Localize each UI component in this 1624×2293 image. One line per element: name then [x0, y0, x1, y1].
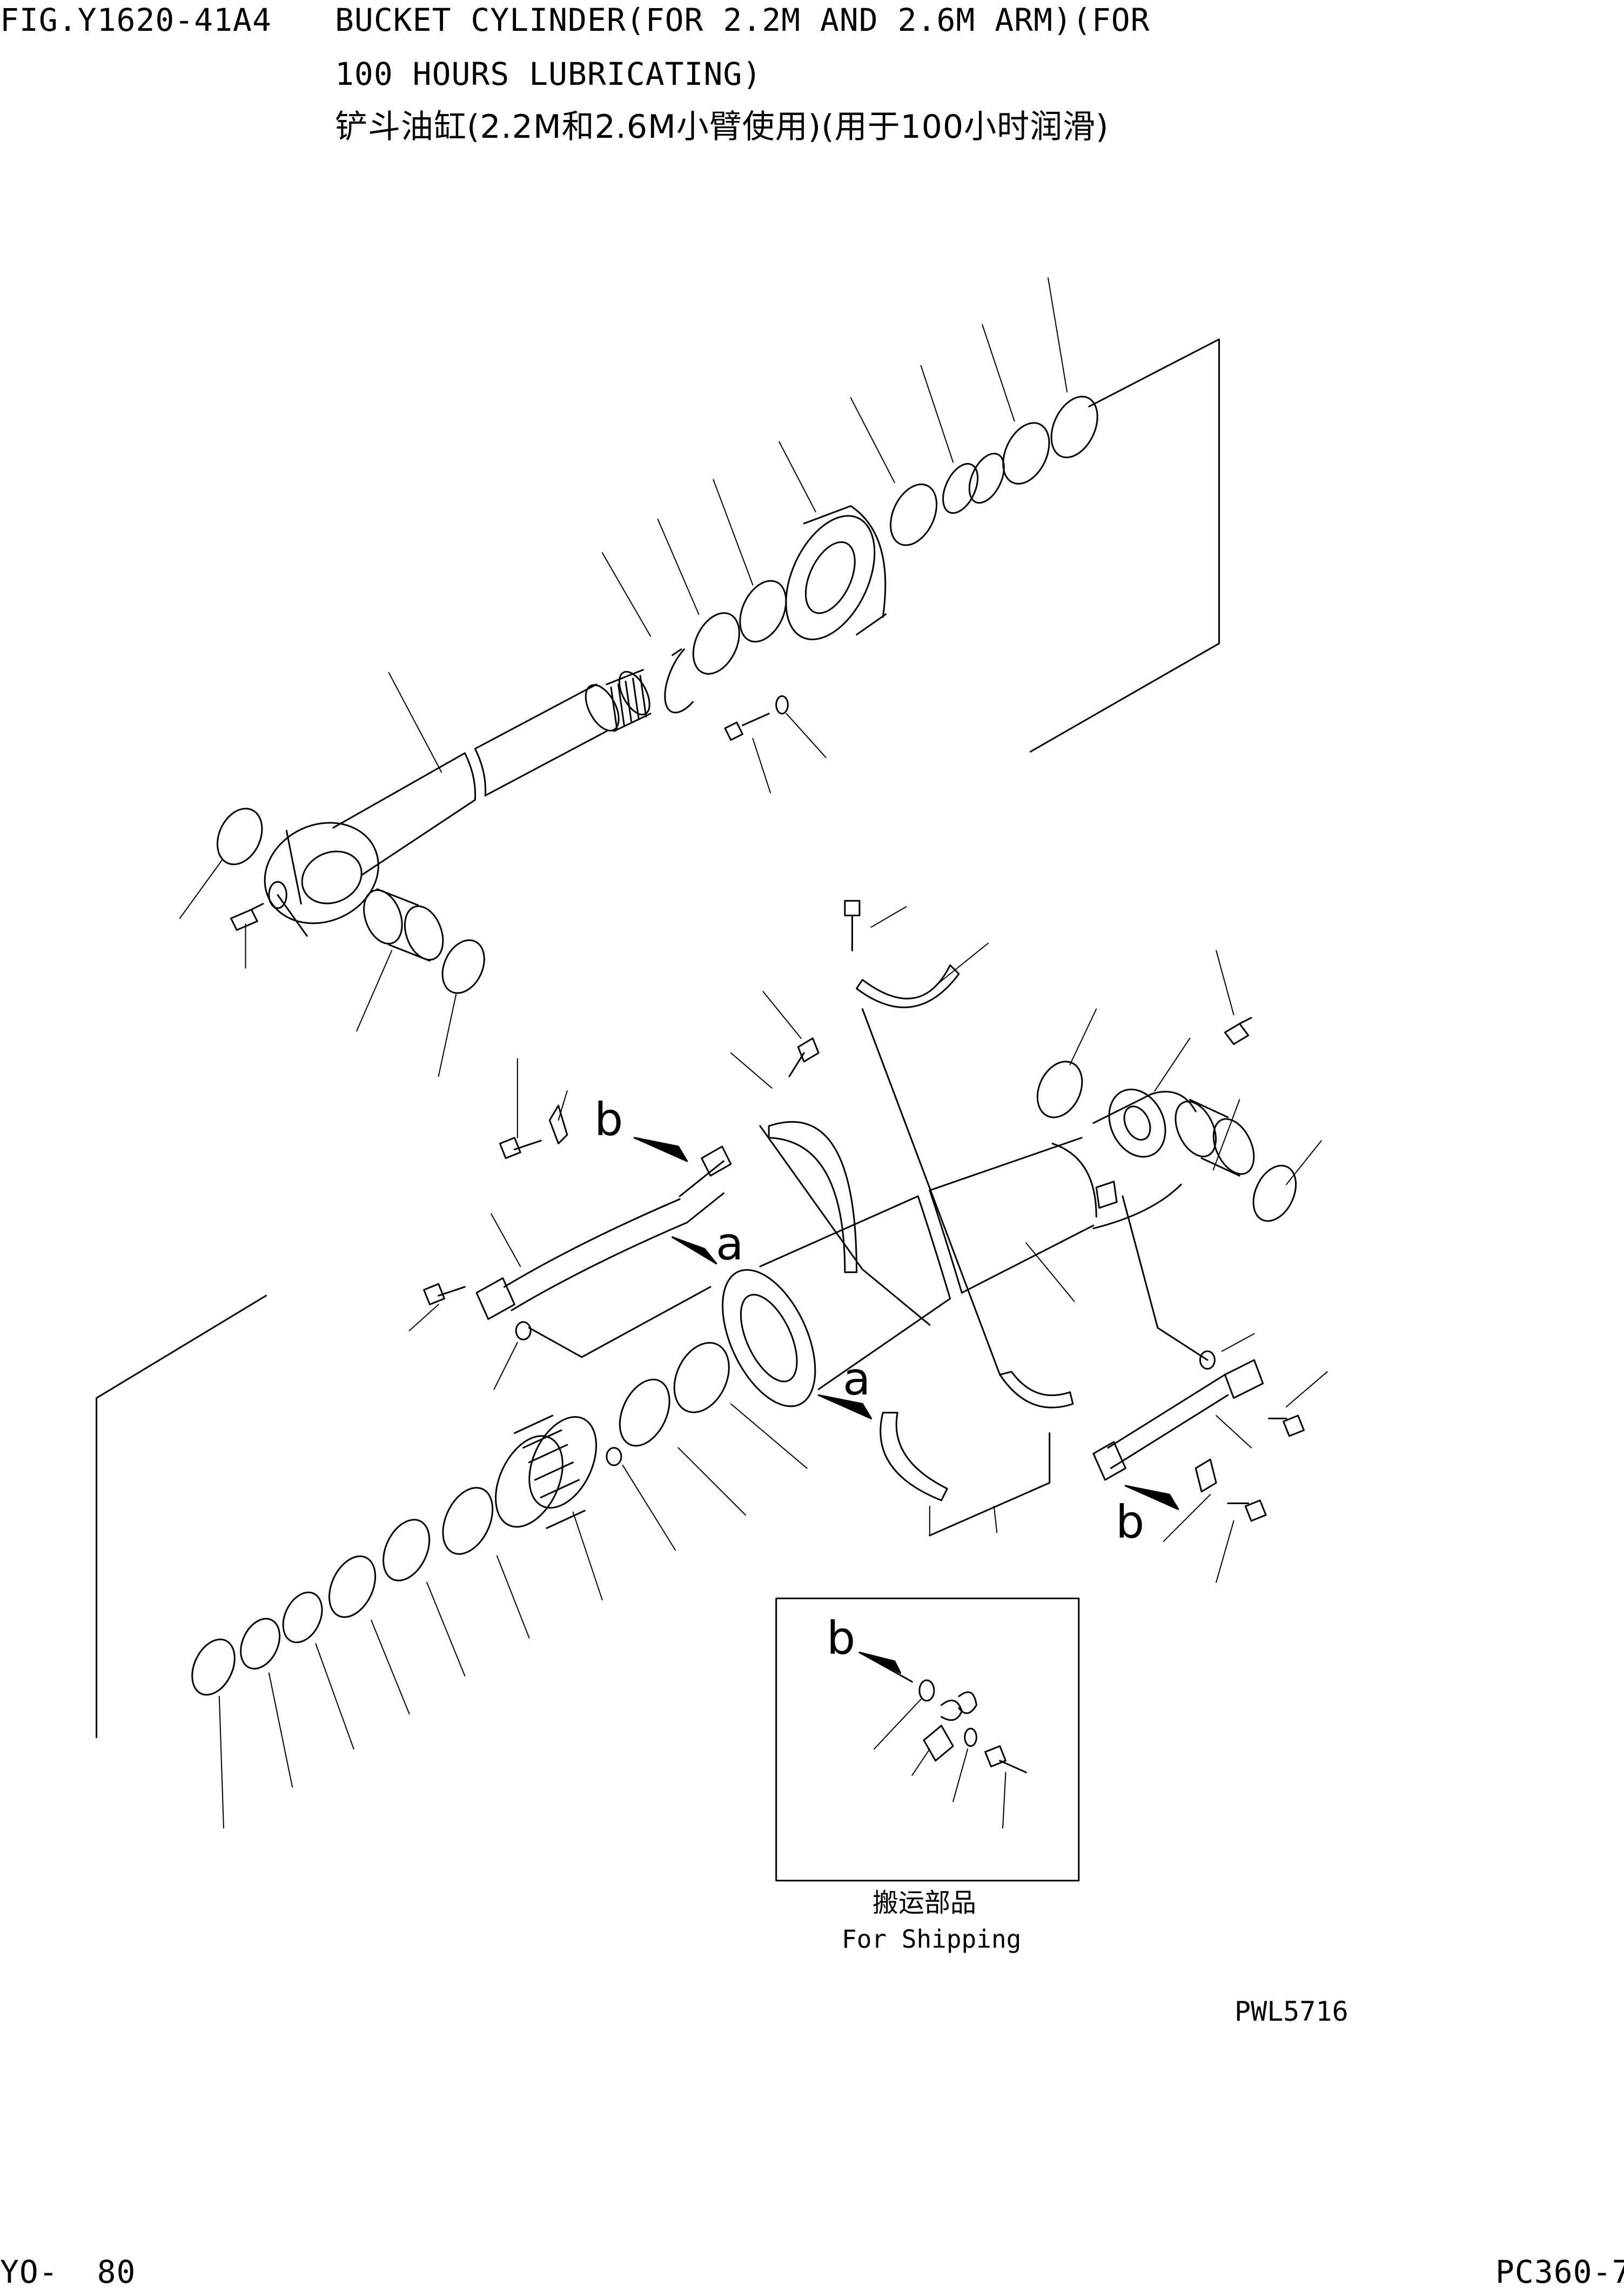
lower-leader-lines: [219, 907, 1327, 1828]
o-ring-left: [516, 1322, 531, 1339]
clamp-lower-right: [1000, 1372, 1073, 1407]
buffer-ring: [731, 573, 795, 649]
slide-ring-1: [374, 1512, 439, 1588]
head-bushing: [936, 448, 1011, 518]
piston-wear-ring: [610, 1372, 679, 1454]
callout-a-right: a: [843, 1352, 871, 1405]
machine-model: PC360-7: [1495, 2254, 1624, 2290]
head-backup-ring: [994, 415, 1058, 491]
grease-fitting-upper: [231, 904, 263, 930]
bolt-right-2: [1228, 1500, 1266, 1521]
drawing-code: PWL5716: [1234, 1996, 1348, 2027]
upper-assembly: [180, 278, 1219, 1076]
backup-ring-2: [233, 1612, 287, 1675]
rod-end-dust-seal: [209, 801, 271, 871]
piston-seal: [433, 1480, 502, 1562]
bottom-seal-ring: [1245, 1159, 1304, 1228]
clip-left: [549, 1105, 567, 1143]
bolt-top: [845, 901, 860, 950]
bottom-dust-seal: [1029, 1054, 1090, 1124]
o-ring-bottom: [184, 1633, 243, 1702]
grease-hose-left: [477, 1146, 731, 1319]
page-number: YO- 80: [0, 2254, 136, 2290]
head-wear-ring: [882, 477, 946, 553]
o-ring-right: [1200, 1351, 1214, 1369]
figure-number: FIG.Y1620-41A4: [0, 2, 272, 38]
callout-b-inset: b: [827, 1612, 856, 1665]
bolt-right-1: [1269, 1416, 1304, 1436]
upper-leader-lines: [180, 278, 1067, 1076]
clip-right: [1196, 1459, 1216, 1492]
backup-ring-1: [276, 1586, 330, 1649]
piston-nut-pin: [607, 1448, 621, 1465]
slide-ring-2: [320, 1549, 385, 1625]
bottom-bushing: [1167, 1095, 1262, 1181]
figure-title-line2: 100 HOURS LUBRICATING): [335, 56, 762, 92]
piston: [482, 1406, 610, 1538]
clamp-upper: [857, 965, 959, 1007]
inset-label-english: For Shipping: [842, 1925, 1022, 1954]
head-washer: [776, 696, 788, 713]
callout-b-upper: b: [594, 1093, 623, 1146]
grease-hose-right: [1093, 1360, 1263, 1480]
piston-ring: [663, 1334, 740, 1422]
clamp-lower-left: [881, 1413, 948, 1500]
bolt-mid: [789, 1038, 818, 1076]
bolt-left-2: [424, 1284, 465, 1304]
cylinder-tube: [703, 1080, 1196, 1420]
head-o-ring: [1042, 389, 1106, 465]
callout-a-left: a: [716, 1217, 744, 1270]
rod-end-bushing: [357, 885, 450, 966]
bolt-left-1: [500, 1138, 541, 1158]
callout-arrows: [634, 1138, 1178, 1509]
rod-end-seal-ring: [434, 934, 492, 1000]
clamp-middle: [769, 1122, 856, 1272]
figure-title-line1: BUCKET CYLINDER(FOR 2.2M AND 2.6M ARM)(F…: [335, 2, 1150, 38]
figure-title-chinese: 铲斗油缸(2.2M和2.6M小臂使用)(用于100小时润滑): [335, 108, 1109, 146]
grease-fitting-bottom: [1225, 1018, 1251, 1044]
inset-label-chinese: 搬运部品: [873, 1888, 977, 1918]
callout-b-right: b: [1116, 1496, 1145, 1548]
cylinder-head: [768, 502, 892, 653]
shipping-inset: [776, 1598, 1079, 1880]
piston-rod: [248, 667, 655, 942]
head-bolt: [725, 714, 769, 740]
snap-ring: [665, 649, 693, 713]
rod-packing: [684, 606, 748, 681]
lower-assembly: [97, 901, 1327, 1828]
